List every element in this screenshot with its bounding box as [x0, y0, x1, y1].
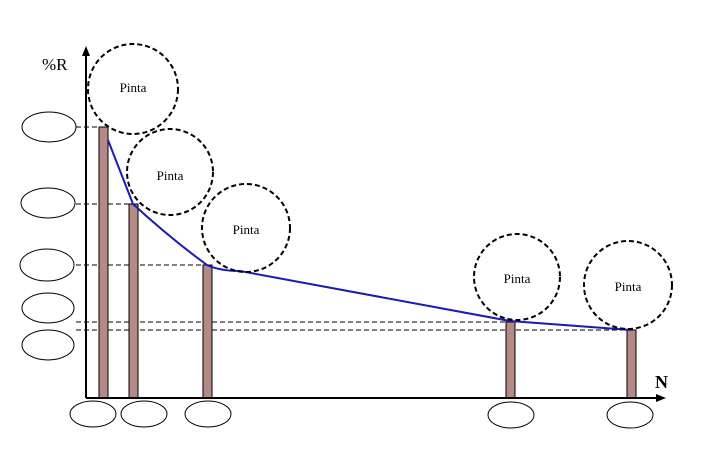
- x-axis-label: N: [655, 372, 668, 392]
- y-value-slot: [20, 187, 76, 219]
- bubble-label: Pinta: [615, 279, 642, 294]
- bubble: [126, 128, 214, 216]
- x-value-slot: [487, 401, 535, 429]
- y-value-slots: [19, 111, 77, 361]
- bubble-label: Pinta: [233, 222, 260, 237]
- bubble: [87, 43, 179, 135]
- axes: [82, 46, 666, 402]
- x-value-slot: [120, 400, 168, 428]
- y-value-slot: [19, 248, 75, 282]
- bar: [98, 126, 109, 399]
- bar: [202, 264, 213, 399]
- x-value-slot: [606, 401, 654, 429]
- bubble: [583, 240, 673, 330]
- y-axis-label: %R: [42, 55, 68, 74]
- x-value-slots: [69, 400, 654, 429]
- x-value-slot: [184, 400, 232, 428]
- bubble: [201, 183, 291, 273]
- y-axis-arrow-icon: [82, 46, 90, 56]
- x-value-slot: [69, 400, 117, 428]
- bar: [505, 321, 516, 399]
- bar: [626, 329, 637, 399]
- bubble: [473, 233, 561, 321]
- y-value-slot: [21, 111, 77, 143]
- bubble-label: Pinta: [157, 168, 184, 183]
- bubbles: Pinta Pinta Pinta Pinta Pinta: [87, 43, 673, 330]
- y-value-slot: [21, 292, 75, 324]
- x-axis-arrow-icon: [656, 394, 666, 402]
- bubble-label: Pinta: [120, 80, 147, 95]
- bar: [128, 203, 139, 399]
- guide-lines: [76, 126, 627, 331]
- bubble-label: Pinta: [504, 271, 531, 286]
- y-value-slot: [21, 329, 75, 361]
